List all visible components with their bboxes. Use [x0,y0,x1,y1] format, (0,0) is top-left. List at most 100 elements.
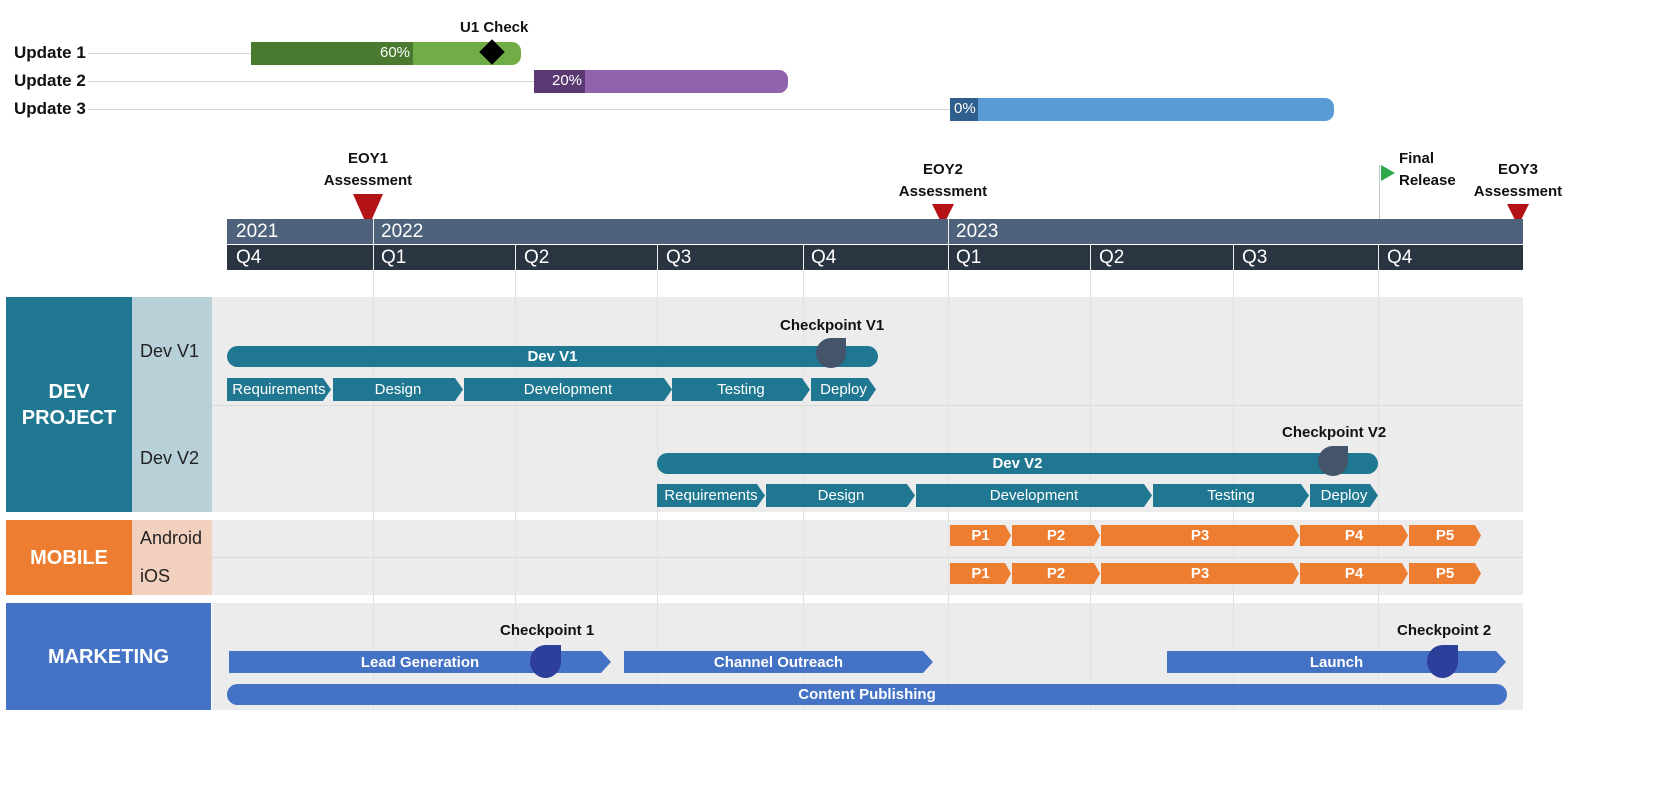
phase-development[interactable]: Development [523,381,613,398]
quarter-divider [1233,245,1234,270]
phase-deploy[interactable]: Deploy [820,381,867,398]
update-2-percent: 20% [552,72,583,89]
android-phase-p5[interactable]: P5 [1435,527,1455,544]
phase-chevron [672,378,810,401]
phase-chevron [811,378,876,401]
year-divider [948,219,949,270]
update-3-percent: 0% [954,100,976,117]
quarter-label: Q4 [811,247,837,268]
android-phase-p2[interactable]: P2 [1046,527,1066,544]
quarter-label: Q1 [381,247,407,268]
update-3-bar[interactable]: 0% [950,98,1334,121]
android-phase-p3[interactable]: P3 [1190,527,1210,544]
year-label: 2022 [381,221,424,242]
update-1-label: Update 1 [14,43,86,62]
phase-development[interactable]: Development [989,487,1079,504]
phase-design[interactable]: Design [817,487,865,504]
ios-phases [950,563,1481,584]
phase-requirements[interactable]: Requirements [232,381,326,398]
checkpoint-v1-icon[interactable] [816,338,846,368]
update-1-bar[interactable]: 60% [251,42,521,65]
android-row-label: Android [132,520,212,557]
dev-v2-bar[interactable]: Dev V2 [657,453,1378,474]
checkpoint-2-label: Checkpoint 2 [1397,622,1492,639]
phase-testing[interactable]: Testing [717,381,765,398]
update-1-progress [251,42,413,65]
checkpoint-1-icon[interactable] [530,645,561,678]
dev-v2-phases [657,484,1378,507]
marketing-tasks [229,651,1506,673]
task-chevron [1167,651,1506,673]
mobile-header[interactable]: MOBILE [6,520,132,595]
ios-phase-p5[interactable]: P5 [1435,565,1455,582]
quarter-scale [227,245,1523,270]
phase-chevron [916,484,1152,507]
ios-row-label: iOS [132,557,212,595]
dev-v1-bar[interactable]: Dev V1 [227,346,878,367]
year-scale [227,219,1523,244]
row-separator [212,405,1523,406]
phase-deploy[interactable]: Deploy [1320,487,1368,504]
flag-icon[interactable] [1381,165,1395,181]
android-phase-p1[interactable]: P1 [971,527,990,544]
quarter-divider [1090,245,1091,270]
checkpoint-v2-icon[interactable] [1318,446,1348,476]
year-label: 2021 [236,221,279,242]
dev-v1-phases [227,378,876,401]
quarter-label: Q2 [1099,247,1125,268]
quarter-label: Q2 [524,247,550,268]
checkpoint-2-icon[interactable] [1427,645,1458,678]
phase-requirements[interactable]: Requirements [664,487,758,504]
update-2-progress [534,70,585,93]
phase-design[interactable]: Design [374,381,422,398]
quarter-divider [1378,245,1379,270]
phase-testing[interactable]: Testing [1207,487,1255,504]
ios-phase-p4[interactable]: P4 [1344,565,1364,582]
dev-project-header[interactable]: DEV PROJECT [6,297,132,512]
quarter-label: Q4 [236,247,262,268]
final-release-line [1379,165,1380,220]
quarter-label: Q3 [1242,247,1268,268]
phase-chevron [1409,563,1481,584]
update-1-percent: 60% [380,44,411,61]
quarter-label: Q3 [666,247,692,268]
u1-check-label: U1 Check [460,19,529,36]
phase-chevron [464,378,672,401]
year-divider [373,219,374,270]
checkpoint-v1-label: Checkpoint V1 [780,317,885,334]
ios-phase-p3[interactable]: P3 [1190,565,1210,582]
android-phase-p4[interactable]: P4 [1344,527,1364,544]
phase-chevron [657,484,765,507]
quarter-label: Q1 [956,247,982,268]
phase-chevron [1310,484,1378,507]
android-phases [950,525,1481,546]
marketing-header[interactable]: MARKETING [6,603,211,710]
task-chevron [229,651,611,673]
task-channel-outreach[interactable]: Channel Outreach [713,653,844,671]
phase-chevron [1153,484,1309,507]
phase-chevron [1300,563,1408,584]
phase-chevron [1101,563,1299,584]
phase-chevron [1012,525,1100,546]
phase-chevron [950,563,1011,584]
phase-chevron [333,378,463,401]
task-chevron [624,651,933,673]
update-3-progress [950,98,978,121]
ios-phase-p1[interactable]: P1 [971,565,990,582]
phase-chevron [227,378,331,401]
phase-chevron [766,484,915,507]
quarter-divider [657,245,658,270]
gridline [1378,270,1379,710]
task-launch[interactable]: Launch [1309,653,1364,671]
gridline [515,270,516,710]
checkpoint-v2-label: Checkpoint V2 [1282,424,1387,441]
task-content-publishing[interactable]: Content Publishing [227,684,1507,705]
ios-phase-p2[interactable]: P2 [1046,565,1066,582]
phase-chevron [1101,525,1299,546]
update-2-bar[interactable]: 20% [534,70,788,93]
row-separator [212,557,1523,558]
task-lead-generation[interactable]: Lead Generation [360,653,480,671]
